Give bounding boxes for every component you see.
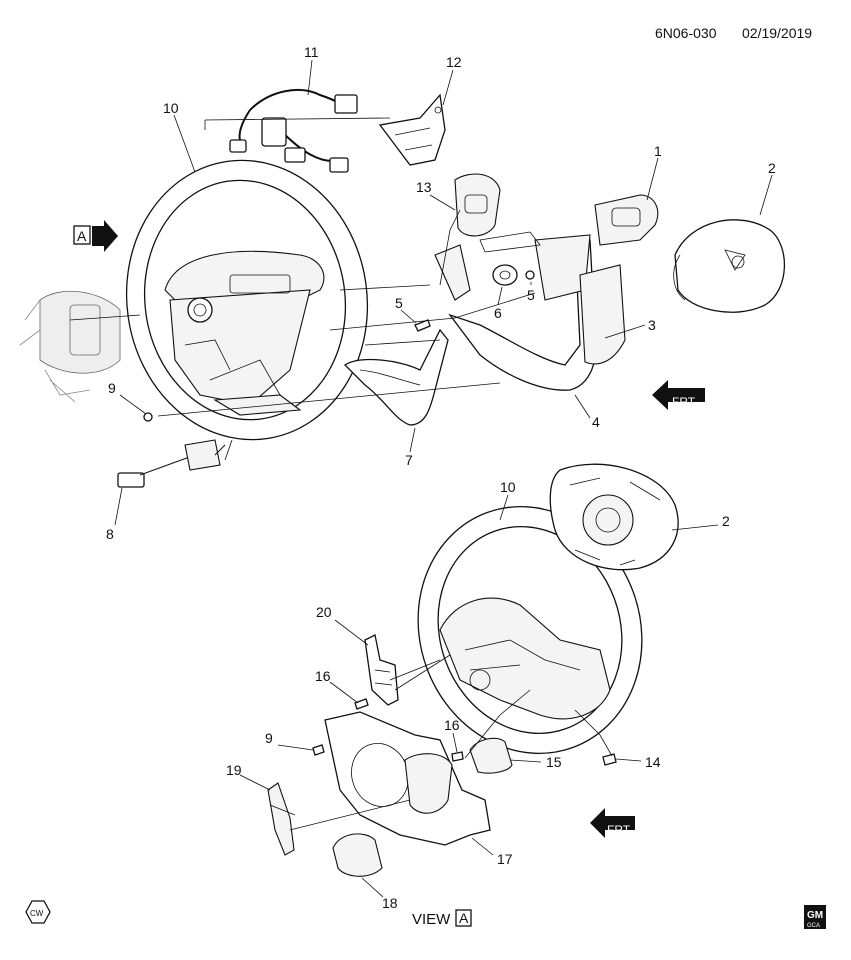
- part-18-cap: [332, 833, 383, 877]
- part-16-screw-upper: [354, 698, 369, 710]
- callout-16-upper: 16: [315, 668, 331, 684]
- callout-10-bottom: 10: [500, 479, 516, 495]
- diagram-id: 6N06-030: [655, 25, 717, 41]
- callout-2-bottom: 2: [722, 513, 730, 529]
- callout-numbers: 1 2 3 4 5 5 6 7 8 9 10 11 12 13 10 2 20 …: [106, 44, 776, 911]
- part-20-bracket: [364, 634, 399, 706]
- callout-5-left: 5: [395, 295, 403, 311]
- part-15-cover: [469, 737, 513, 774]
- gm-logo-bottom: GCA: [807, 923, 820, 929]
- cw-label: CW: [30, 909, 44, 918]
- callout-11: 11: [304, 44, 319, 60]
- callout-17: 17: [497, 851, 513, 867]
- leader-lines-bottom: [269, 559, 636, 831]
- callout-12: 12: [446, 54, 462, 70]
- part-3-trim-cover: [579, 264, 626, 365]
- frt-arrow-bottom: FRT: [590, 808, 635, 838]
- part-13-switch: [454, 173, 501, 237]
- frt-label-bottom: FRT: [607, 823, 631, 837]
- callout-19: 19: [226, 762, 242, 778]
- view-a-caption: VIEW A: [412, 909, 472, 928]
- view-a-marker: A: [77, 228, 87, 244]
- leader-lines-top: [69, 117, 536, 461]
- gm-logo: GM GCA: [804, 905, 826, 929]
- part-12-bracket: [378, 93, 446, 166]
- callout-10-top: 10: [163, 100, 179, 116]
- part-2-airbag-bottom: [549, 463, 679, 571]
- part-10-steering-wheel-bottom: [417, 506, 643, 754]
- part-10-steering-wheel-top: [125, 159, 369, 441]
- part-5-bolt-left: [414, 319, 431, 332]
- part-7-lower-bezel: [343, 328, 449, 426]
- part-19-trim: [267, 782, 295, 856]
- callout-13: 13: [416, 179, 432, 195]
- view-label-marker: A: [459, 910, 469, 926]
- part-8-harness: [117, 439, 226, 488]
- callout-15: 15: [546, 754, 562, 770]
- callout-3: 3: [648, 317, 656, 333]
- callout-1: 1: [654, 143, 662, 159]
- part-17-rear-cover: [324, 711, 491, 846]
- part-1-switch: [594, 194, 659, 246]
- gm-logo-top: GM: [807, 910, 823, 921]
- callout-7: 7: [405, 452, 413, 468]
- part-6-damper: [492, 264, 518, 286]
- callout-18: 18: [382, 895, 398, 911]
- part-5-nut-right: [525, 270, 535, 280]
- view-a-arrow: A: [73, 220, 118, 252]
- callout-9-top: 9: [108, 380, 116, 396]
- part-14-bolt: [602, 753, 617, 766]
- diagram-date: 02/19/2019: [742, 25, 812, 41]
- frt-label-top: FRT: [672, 395, 696, 409]
- view-label: VIEW: [412, 911, 451, 928]
- callout-2-top: 2: [768, 160, 776, 176]
- part-4-bezel: [434, 231, 597, 391]
- part-16-screw-lower: [451, 751, 464, 762]
- callout-5-right: 5: [527, 287, 535, 303]
- part-2-airbag-top: [673, 219, 786, 313]
- frt-arrow-top: FRT: [652, 380, 705, 410]
- callout-4: 4: [592, 414, 600, 430]
- part-9-screw-bottom: [312, 744, 325, 756]
- part-11-wire-harness: [229, 89, 358, 173]
- callout-20: 20: [316, 604, 332, 620]
- steering-column-ghost: [19, 290, 121, 403]
- callout-leaders: [114, 59, 773, 898]
- cw-hexagon-icon: CW: [25, 900, 51, 924]
- callout-16-lower: 16: [444, 717, 460, 733]
- callout-6: 6: [494, 305, 502, 321]
- callout-8: 8: [106, 526, 114, 542]
- callout-14: 14: [645, 754, 661, 770]
- part-9-screw-top: [143, 412, 153, 422]
- callout-9-bottom: 9: [265, 730, 273, 746]
